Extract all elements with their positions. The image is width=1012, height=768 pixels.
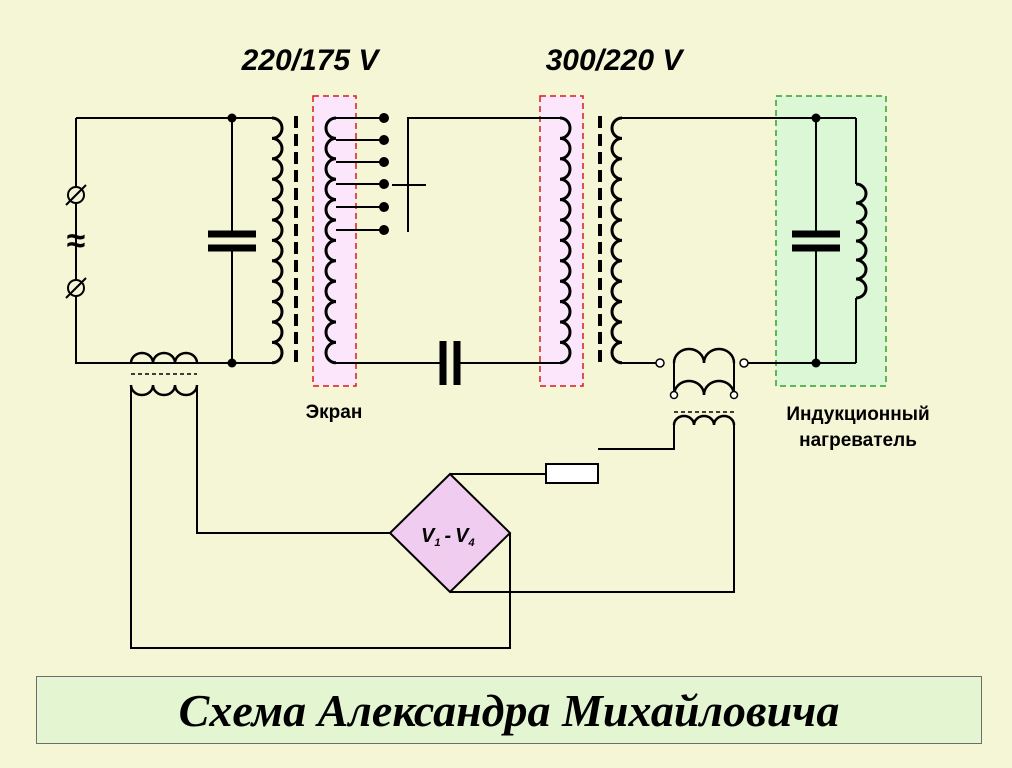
capacitor-1 bbox=[208, 230, 256, 252]
heater-label-line1: Индукционный bbox=[786, 404, 929, 425]
caption: Схема Александра Михайловича bbox=[178, 684, 840, 736]
transformer2-rating: 300/220 V bbox=[546, 44, 686, 77]
ac-source: ≈ bbox=[65, 184, 87, 299]
junction-dots bbox=[227, 113, 821, 368]
transformer1-primary bbox=[271, 116, 284, 365]
wiring bbox=[75, 117, 857, 649]
transformer2-secondary bbox=[610, 116, 623, 365]
transformer2-primary bbox=[559, 116, 572, 365]
heater-box bbox=[775, 95, 887, 387]
current-transformer-2 bbox=[655, 347, 749, 426]
heater-inductor bbox=[855, 182, 868, 300]
transformer1-secondary bbox=[324, 116, 337, 365]
rectifier-bridge: V1-V4 bbox=[388, 472, 512, 594]
heater-label-line2: нагреватель bbox=[799, 430, 917, 451]
svg-text:V1-V4: V1-V4 bbox=[421, 525, 475, 549]
bridge-sub1: 1 bbox=[434, 537, 440, 549]
resistor bbox=[545, 463, 599, 484]
caption-box: Схема Александра Михайловича bbox=[36, 676, 982, 744]
screen-label: Экран bbox=[306, 402, 363, 423]
bridge-dash: - bbox=[444, 525, 451, 547]
transformer1-taps bbox=[336, 113, 389, 235]
ac-symbol: ≈ bbox=[67, 222, 86, 260]
bridge-v1: V bbox=[421, 525, 436, 547]
capacitor-heater bbox=[792, 230, 840, 252]
bridge-sub4: 4 bbox=[467, 537, 474, 549]
bridge-v4: V bbox=[455, 525, 470, 547]
current-transformer-1 bbox=[129, 351, 199, 397]
capacitor-series bbox=[439, 341, 461, 385]
transformer1-rating: 220/175 V bbox=[241, 44, 382, 77]
